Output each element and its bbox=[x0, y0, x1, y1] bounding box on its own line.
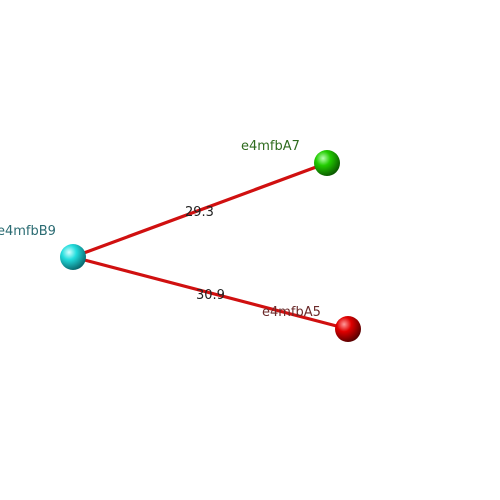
distance-label-cyan-green: 29.3 bbox=[185, 205, 214, 220]
atom-sphere-red[interactable] bbox=[335, 316, 361, 342]
atom-label-green: e4mfbA7 bbox=[241, 139, 300, 154]
atom-label-cyan: e4mfbB9 bbox=[0, 224, 56, 239]
atom-sphere-green[interactable] bbox=[314, 150, 340, 176]
atom-sphere-cyan[interactable] bbox=[60, 244, 86, 270]
atom-label-red: e4mfbA5 bbox=[262, 305, 321, 320]
bond-cyan-green bbox=[71, 161, 329, 259]
bond-cyan-red bbox=[71, 255, 350, 331]
distance-label-cyan-red: 30.9 bbox=[196, 288, 225, 303]
